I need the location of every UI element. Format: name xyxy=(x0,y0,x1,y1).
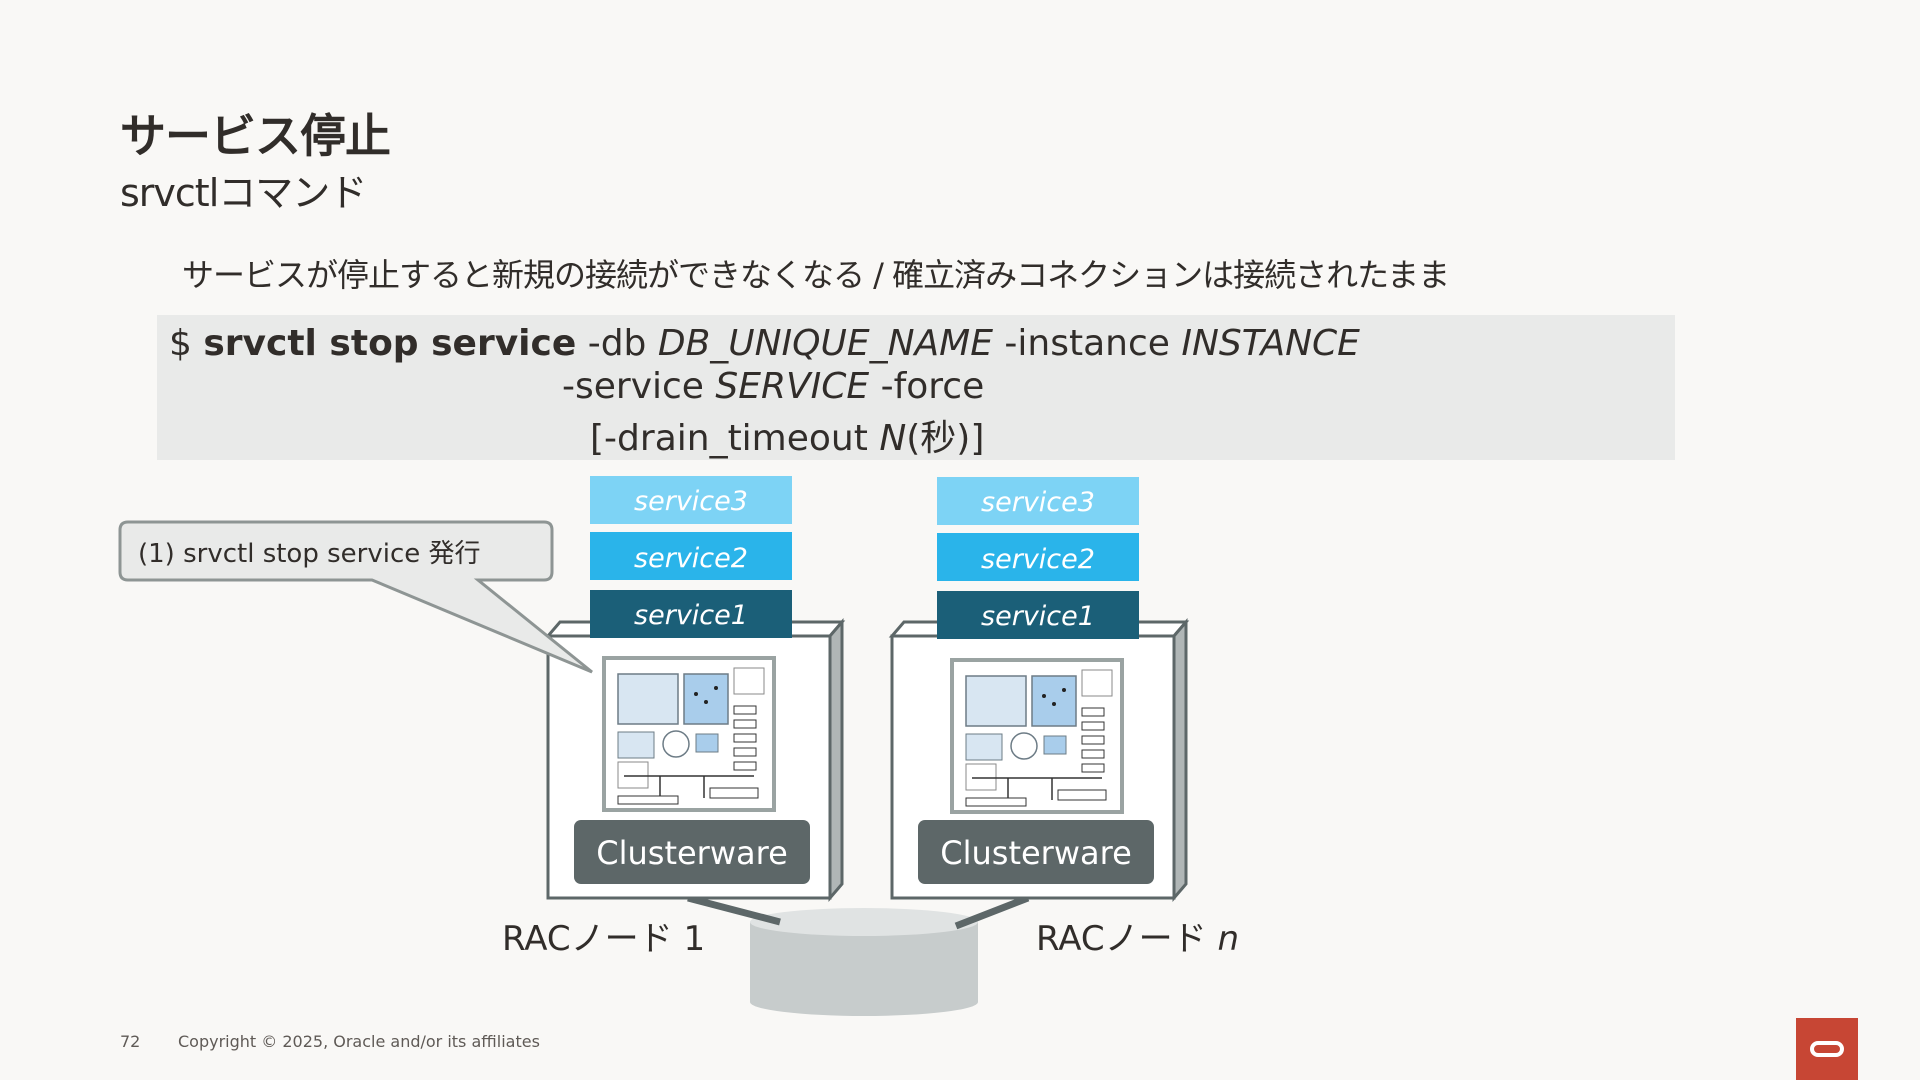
service1-label: service1 xyxy=(634,600,748,631)
page-title: サービス停止 xyxy=(120,109,391,163)
callout-text: (1) srvctl stop service 発行 xyxy=(138,539,481,569)
service1-box xyxy=(937,591,1139,639)
rac-node-n xyxy=(888,617,1190,903)
callout-bubble: (1) srvctl stop service 発行 xyxy=(118,520,593,674)
copyright-text: Copyright © 2025, Oracle and/or its affi… xyxy=(178,1032,540,1051)
command-opt-service: -service xyxy=(562,366,716,407)
service3-label: service3 xyxy=(981,487,1095,518)
connector-line-node1 xyxy=(687,894,781,926)
page-number: 72 xyxy=(120,1032,141,1051)
service2-box xyxy=(937,533,1139,581)
clusterware-label: Clusterware xyxy=(940,834,1132,872)
clusterware-box xyxy=(574,820,810,884)
page-subtitle: srvctlコマンド xyxy=(120,171,367,215)
command-box: $ srvctl stop service -db DB_UNIQUE_NAME… xyxy=(157,315,1675,460)
service1-box xyxy=(590,590,792,638)
service3-box xyxy=(590,476,792,524)
command-drain-open: [-drain_timeout xyxy=(590,418,880,459)
command-db-value: DB_UNIQUE_NAME xyxy=(657,323,993,364)
lead-text: サービスが停止すると新規の接続ができなくなる / 確立済みコネクションは接続され… xyxy=(182,256,1450,294)
service2-label: service2 xyxy=(634,543,748,574)
service2-label: service2 xyxy=(981,544,1095,575)
clusterware-box xyxy=(918,820,1154,884)
node-n-label: RACノード n xyxy=(1036,919,1239,959)
command-service-value: SERVICE xyxy=(715,366,870,407)
command-prompt: $ xyxy=(169,323,204,364)
command-opt-instance: -instance xyxy=(992,323,1182,364)
command-name: srvctl stop service xyxy=(203,323,577,364)
database-screen-icon xyxy=(950,658,1124,814)
command-drain-value: N xyxy=(879,418,907,459)
rac-node-1 xyxy=(544,617,846,903)
service2-box xyxy=(590,532,792,580)
service3-label: service3 xyxy=(634,486,748,517)
storage-cylinder xyxy=(750,908,978,1016)
command-line-3: [-drain_timeout N(秒)] xyxy=(590,409,984,461)
command-instance-value: INSTANCE xyxy=(1181,323,1360,364)
oracle-logo-icon xyxy=(1810,1041,1844,1057)
command-drain-close: (秒)] xyxy=(906,418,985,459)
node-1-label: RACノード 1 xyxy=(502,919,705,959)
command-opt-db: -db xyxy=(576,323,658,364)
connector-line-node2 xyxy=(954,894,1030,930)
oracle-logo xyxy=(1796,1018,1858,1080)
database-screen-icon xyxy=(602,656,776,812)
command-opt-force: -force xyxy=(869,366,985,407)
service1-label: service1 xyxy=(981,601,1095,632)
service3-box xyxy=(937,477,1139,525)
clusterware-label: Clusterware xyxy=(596,834,788,872)
command-line-1: $ srvctl stop service -db DB_UNIQUE_NAME… xyxy=(169,323,1360,364)
command-line-2: -service SERVICE -force xyxy=(562,366,984,407)
